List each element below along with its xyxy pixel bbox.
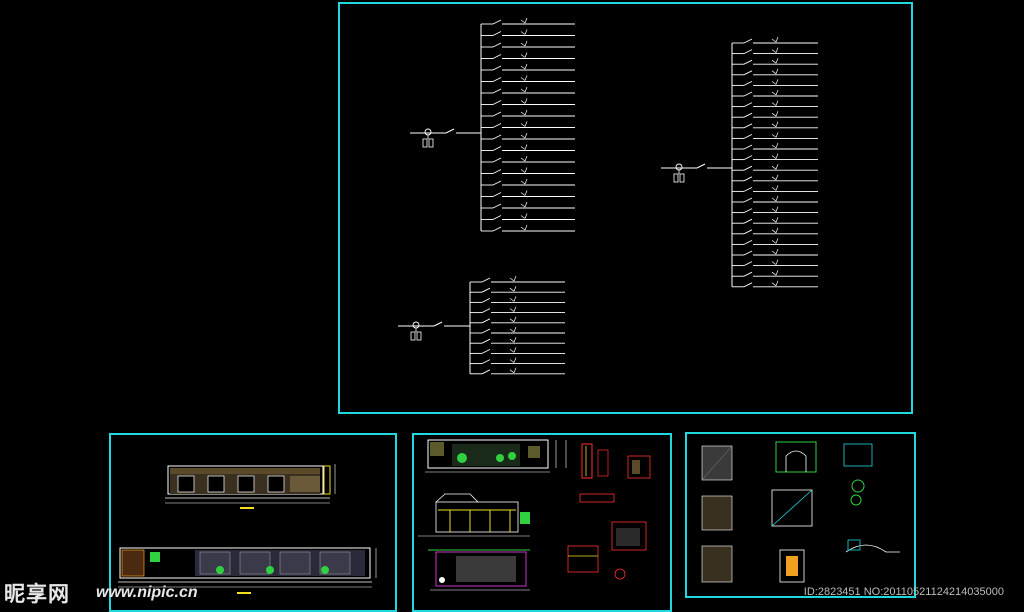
feeder-circuit [481, 190, 575, 197]
watermark-url: www.nipic.cn [96, 584, 198, 601]
feeder-circuit [732, 68, 818, 76]
feeder-circuit [470, 337, 565, 344]
feeder-circuit [481, 75, 575, 82]
feeder-circuit [732, 217, 818, 224]
feeder-circuit [481, 40, 575, 48]
feeder-circuit [732, 185, 818, 192]
feeder-circuit [481, 121, 575, 128]
feeder-circuit [481, 213, 575, 220]
feeder-group-2 [661, 36, 818, 288]
feeder-circuit [470, 357, 565, 365]
feeder-circuit [481, 109, 575, 117]
detail-node-red [567, 443, 651, 580]
feeder-group-3 [398, 275, 565, 375]
electrical-schematic-panel [338, 2, 913, 414]
feeder-circuit [481, 178, 575, 186]
feeder-circuit [481, 155, 575, 163]
feeder-circuit [732, 174, 818, 182]
incoming-breaker [661, 163, 732, 183]
feeder-circuit [732, 111, 818, 118]
feeder-circuit [732, 79, 818, 86]
feeder-circuit [481, 167, 575, 174]
detail-drawing-panel [412, 433, 672, 612]
feeder-circuit [470, 326, 565, 334]
feeder-circuit [732, 121, 818, 129]
feeder-circuit [732, 206, 818, 214]
schematic-diagram [398, 17, 818, 375]
feeder-circuit [481, 17, 575, 25]
feeder-circuit [732, 36, 818, 44]
feeder-circuit [732, 58, 818, 65]
feeder-circuit [481, 98, 575, 105]
feeder-circuit [470, 306, 565, 314]
feeder-circuit [481, 224, 575, 232]
feeder-circuit [732, 238, 818, 245]
detail-section-b [428, 549, 530, 591]
feeder-circuit [481, 144, 575, 151]
incoming-breaker [410, 128, 481, 148]
feeder-circuit [732, 47, 818, 55]
feeder-circuit [732, 153, 818, 161]
feeder-circuit [470, 296, 565, 303]
feeder-circuit [732, 259, 818, 267]
watermark-id: ID:2823451 NO:20110521124214035000 [803, 586, 1004, 598]
feeder-circuit [481, 201, 575, 209]
feeder-circuit [481, 52, 575, 59]
feeder-circuit [732, 195, 818, 203]
watermark-logo: 昵享网 [4, 582, 70, 606]
feeder-circuit [732, 227, 818, 235]
feeder-circuit [732, 248, 818, 256]
feeder-circuit [732, 280, 818, 288]
elevation-lower [118, 547, 377, 594]
feeder-circuit [481, 29, 575, 36]
feeder-circuit [481, 132, 575, 140]
elevation-drawing-panel [109, 433, 397, 612]
feeder-circuit [470, 286, 565, 293]
feeder-circuit [732, 164, 818, 171]
feeder-circuit [732, 142, 818, 150]
incoming-breaker [398, 321, 470, 341]
feeder-circuit [732, 100, 818, 108]
feeder-circuit [470, 275, 565, 283]
feeder-circuit [732, 270, 818, 277]
node-details [701, 441, 900, 583]
feeder-circuit [470, 367, 565, 375]
node-detail-panel [685, 432, 916, 598]
feeder-circuit [732, 132, 818, 139]
elevation-upper [165, 464, 336, 509]
feeder-circuit [470, 316, 565, 324]
feeder-group-1 [410, 17, 575, 232]
detail-elevation [425, 439, 567, 473]
feeder-circuit [470, 347, 565, 354]
feeder-circuit [481, 63, 575, 71]
feeder-circuit [732, 89, 818, 97]
feeder-circuit [481, 86, 575, 94]
detail-section-a [418, 493, 530, 537]
